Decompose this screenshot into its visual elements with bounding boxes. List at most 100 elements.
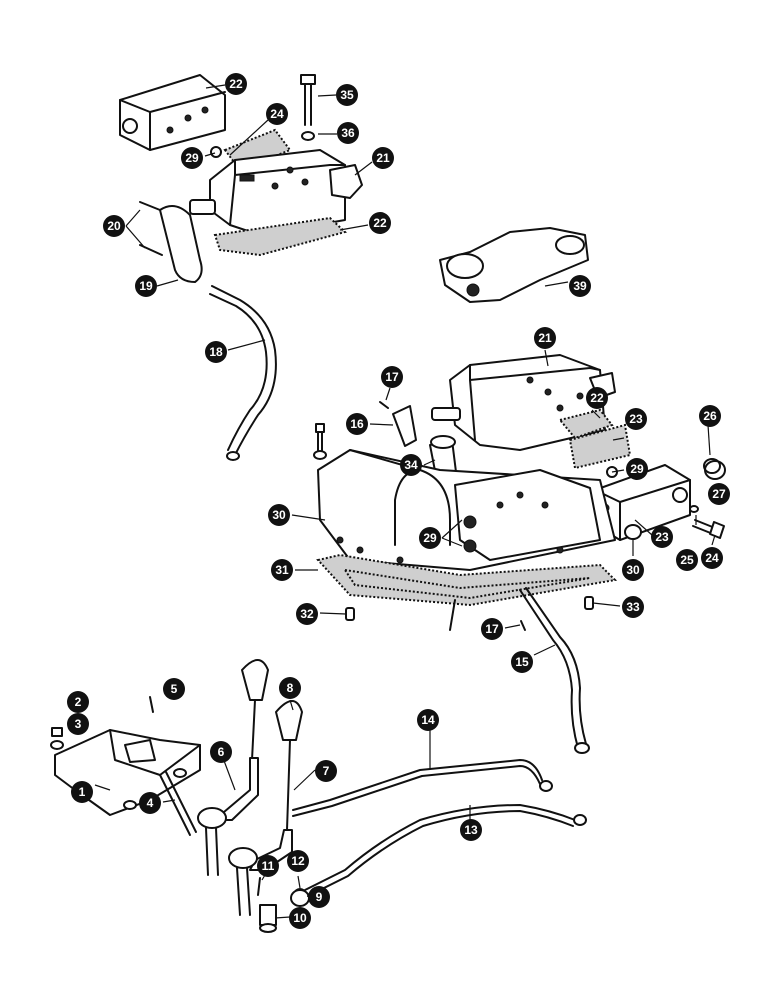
plug-27-ring-28 [703,458,726,480]
callout-1: 1 [71,781,93,803]
shaft-bottom [449,599,456,631]
callout-19: 19 [135,275,157,297]
svg-text:22: 22 [229,77,243,91]
svg-text:8: 8 [287,681,294,695]
svg-text:20: 20 [107,219,121,233]
callout-30-right: 30 [622,559,644,581]
rod-13-end [573,814,587,826]
washer-37 [301,131,315,141]
callout-20: 20 [103,215,125,237]
svg-text:3: 3 [75,717,82,731]
svg-text:36: 36 [341,126,355,140]
callout-3: 3 [67,713,89,735]
svg-text:29: 29 [185,151,199,165]
svg-text:2: 2 [75,695,82,709]
callout-17-lower: 17 [481,618,503,640]
callout-21-middle: 21 [534,327,556,349]
control-rod-18 [209,285,277,461]
svg-text:29: 29 [630,462,644,476]
control-rod-15 [519,587,590,754]
svg-text:32: 32 [300,607,314,621]
bolt-2-washer-3 [50,727,64,750]
callout-24-top: 22 [225,73,247,95]
gasket-middle-23 [568,423,632,470]
callout-32: 31 [271,559,293,581]
callout-15: 15 [511,651,533,673]
callout-5: 5 [163,678,185,700]
callout-11: 11 [257,855,279,877]
svg-text:4: 4 [147,796,154,810]
callout-17-upper: 17 [381,366,403,388]
callout-6: 6 [210,741,232,763]
nut-9 [290,889,310,907]
svg-text:24: 24 [270,107,284,121]
breather-35 [429,435,457,491]
svg-text:33: 33 [626,600,640,614]
nut-30 [624,524,642,540]
callout-29-middle: 29 [626,458,648,480]
pin-17-upper [379,401,389,409]
svg-text:9: 9 [316,890,323,904]
rod-13-inner [307,810,574,897]
washer-26 [689,505,699,513]
rod-14 [292,759,543,811]
svg-text:17: 17 [385,370,399,384]
callout-23-middle: 23 [625,408,647,430]
pin-11 [257,877,261,896]
callout-4: 4 [139,792,161,814]
knobs-8 [241,659,303,831]
callout-14: 14 [417,709,439,731]
svg-text:22: 22 [590,391,604,405]
callout-26: 25 [676,549,698,571]
svg-text:22: 22 [373,216,387,230]
pin-5 [149,696,154,713]
svg-text:11: 11 [262,859,275,873]
callout-7: 7 [315,760,337,782]
dowel-pin-34 [584,596,594,610]
pins-20 [139,201,163,256]
callout-28: 27 [708,483,730,505]
bolt-25 [692,519,725,539]
svg-text:5: 5 [171,682,178,696]
callout-35: 34 [400,454,422,476]
callout-10: 10 [289,907,311,929]
manifold-block-top [119,74,226,151]
lever-6 [197,757,259,876]
plug-29-top [210,146,222,158]
callout-9: 9 [308,886,330,908]
svg-text:18: 18 [209,345,223,359]
callout-24-middle: 23 [651,526,673,548]
callout-12: 12 [287,850,309,872]
callout-16: 16 [346,413,368,435]
svg-text:34: 34 [404,458,418,472]
svg-text:15: 15 [515,655,529,669]
callout-29-top: 29 [181,147,203,169]
svg-text:16: 16 [350,417,364,431]
svg-text:31: 31 [275,563,289,577]
callout-30-left: 29 [419,527,441,549]
valve-body-top [189,149,363,236]
svg-text:30: 30 [626,563,640,577]
svg-text:21: 21 [376,151,390,165]
svg-text:23: 23 [629,412,643,426]
callout-8: 8 [279,677,301,699]
callout-25: 24 [701,547,723,569]
svg-text:29: 29 [423,531,437,545]
svg-text:21: 21 [538,331,552,345]
svg-text:13: 13 [464,823,478,837]
svg-text:25: 25 [680,553,694,567]
svg-text:27: 27 [712,487,726,501]
svg-text:6: 6 [218,745,225,759]
callout-37: 36 [337,122,359,144]
callout-27: 26 [699,405,721,427]
callout-21-top: 21 [372,147,394,169]
dowel-pin-33 [345,607,355,621]
callout-2: 2 [67,691,89,713]
gasket-32 [316,553,618,607]
svg-text:14: 14 [421,713,435,727]
svg-text:26: 26 [703,409,717,423]
lever-19 [159,205,203,283]
svg-text:1: 1 [79,785,86,799]
svg-text:17: 17 [485,622,499,636]
svg-text:30: 30 [272,508,286,522]
